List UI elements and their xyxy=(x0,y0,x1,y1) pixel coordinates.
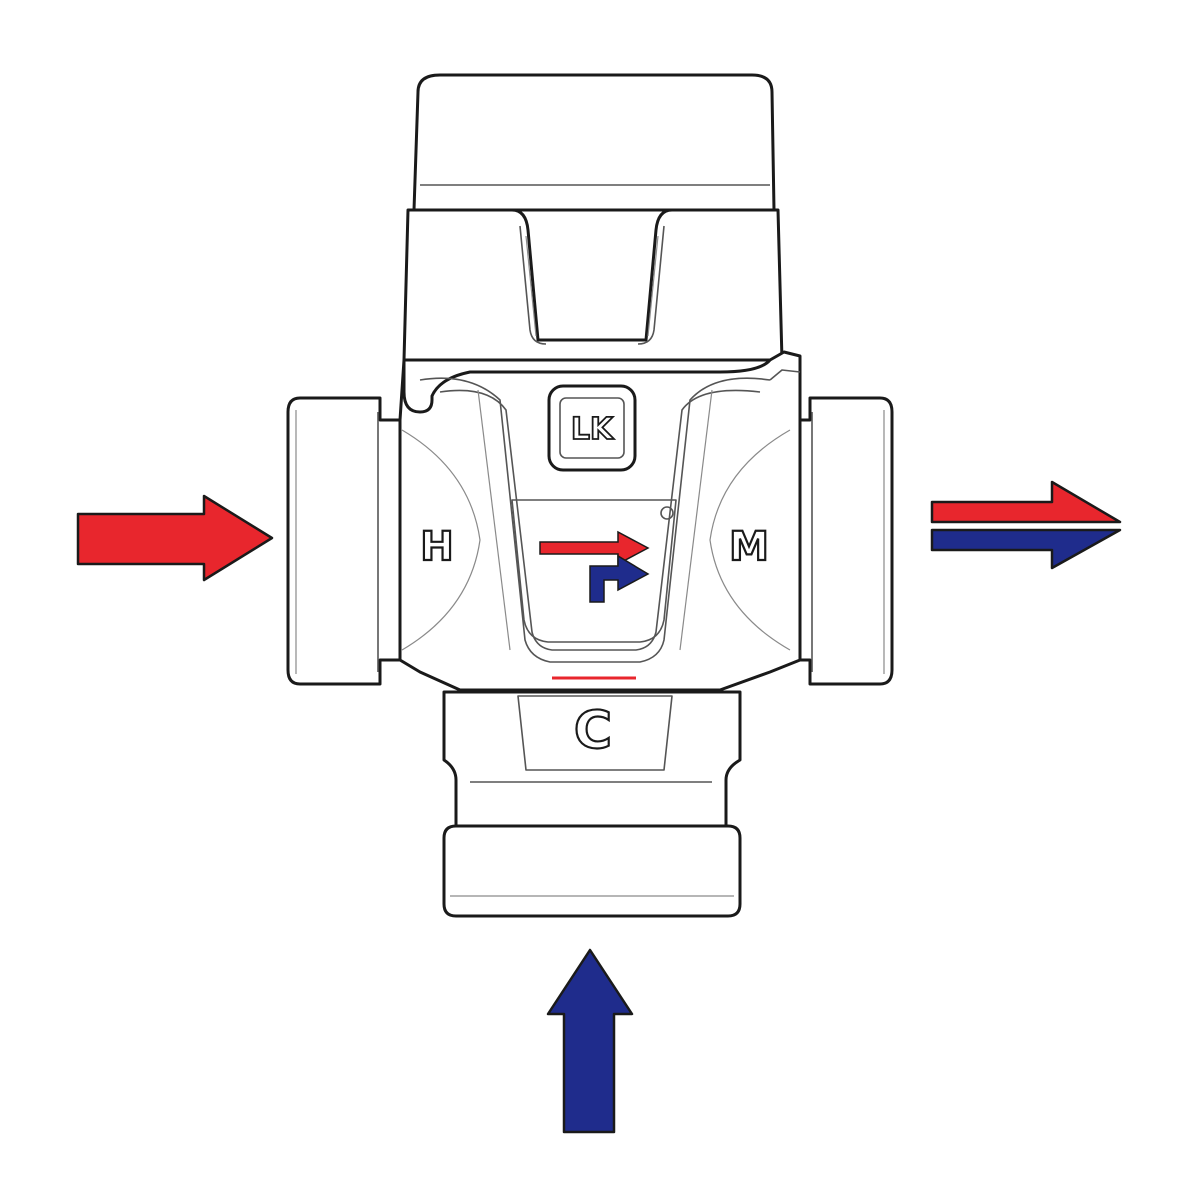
flow-symbol-cold-arrow xyxy=(589,554,650,603)
valve-bonnet xyxy=(402,208,784,362)
label-cold-inlet: C xyxy=(574,701,612,761)
flow-symbol-hot-arrow xyxy=(539,530,650,566)
lk-logo: LK xyxy=(547,384,637,472)
outlet-arrow-cold xyxy=(930,528,1122,570)
hot-inlet-port xyxy=(286,396,402,686)
mixed-outlet-port xyxy=(790,396,894,686)
hot-inlet-arrow xyxy=(76,494,274,582)
cold-inlet-port xyxy=(442,676,742,918)
cold-inlet-arrow xyxy=(546,948,634,1134)
mixed-outlet-arrow xyxy=(930,480,1122,570)
mixing-flow-icon xyxy=(539,530,650,603)
label-hot-inlet: H xyxy=(420,524,453,570)
logo-text: LK xyxy=(571,412,615,447)
valve-cap xyxy=(412,73,776,212)
label-mixed-outlet: M xyxy=(729,524,769,570)
valve-body xyxy=(398,350,802,692)
outlet-arrow-hot xyxy=(930,480,1122,524)
